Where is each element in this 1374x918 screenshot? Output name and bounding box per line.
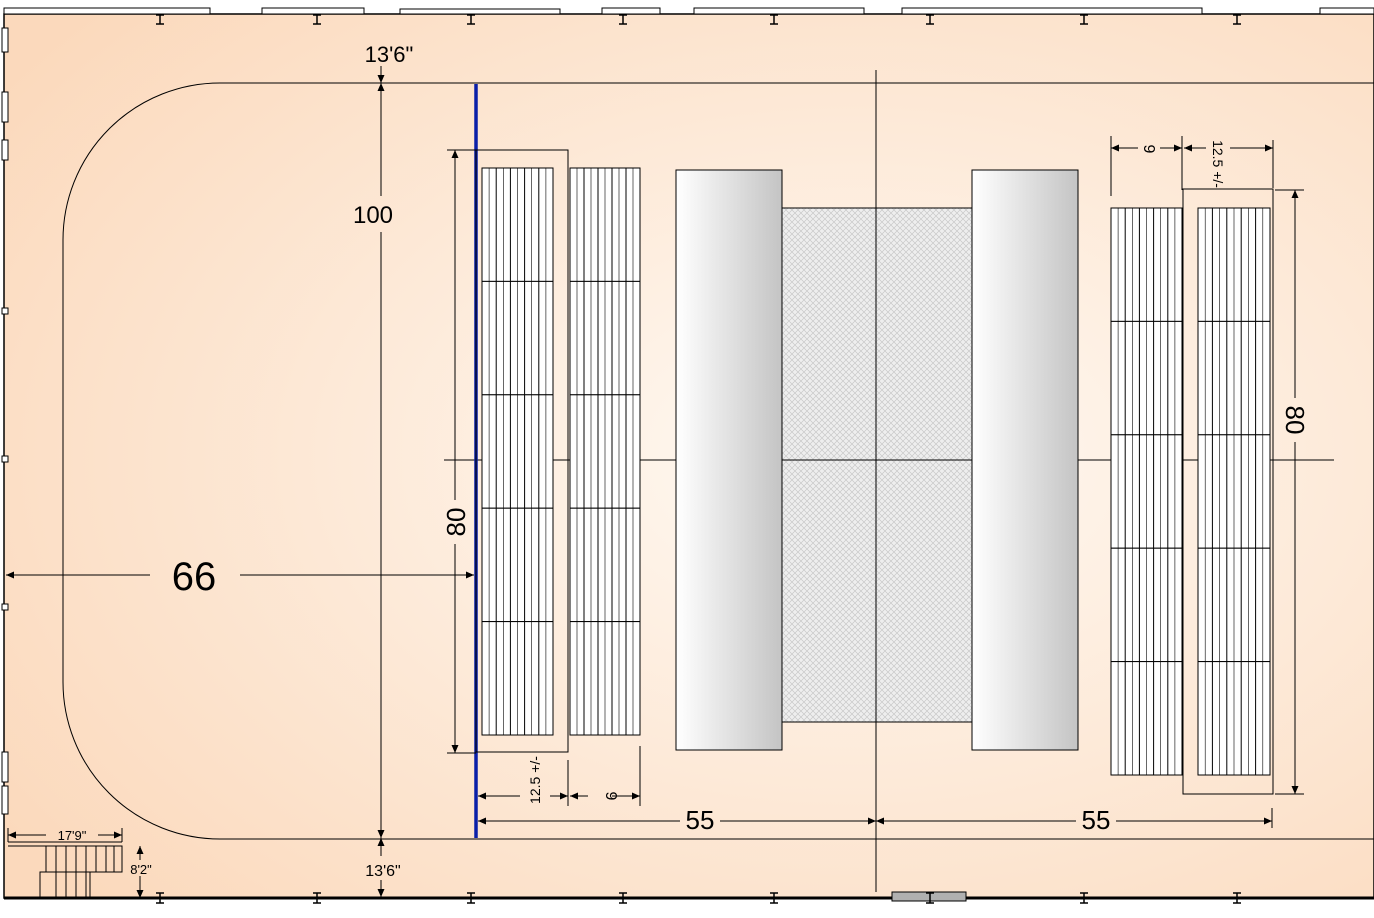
arrowhead bbox=[1291, 190, 1299, 198]
right-riser bbox=[1110, 207, 1183, 776]
dim-half-length-left: 55 bbox=[686, 805, 715, 835]
arrowhead bbox=[136, 890, 144, 898]
arrowhead bbox=[632, 792, 640, 800]
top-column-markers bbox=[156, 14, 1241, 25]
center-court bbox=[781, 207, 973, 723]
right-stage bbox=[971, 169, 1079, 751]
column-marker bbox=[1233, 892, 1241, 904]
column-marker bbox=[619, 14, 627, 25]
arrowhead bbox=[1265, 144, 1273, 152]
stair bbox=[8, 841, 123, 899]
rink-outline bbox=[62, 82, 1374, 840]
column-marker bbox=[1080, 14, 1088, 25]
column-marker bbox=[770, 14, 778, 25]
arrowhead bbox=[1184, 144, 1192, 152]
dim-stair-depth: 8'2" bbox=[130, 862, 152, 877]
arrowhead bbox=[1174, 144, 1182, 152]
arrowhead bbox=[478, 817, 486, 825]
column-marker bbox=[313, 892, 321, 904]
dimension-lines bbox=[6, 66, 1304, 898]
column-marker bbox=[467, 892, 475, 904]
dim-right-riser-depth: 9 bbox=[1140, 145, 1157, 154]
column-marker bbox=[619, 892, 627, 904]
arrowhead bbox=[466, 571, 474, 579]
dim-left-bleacher-length: 80 bbox=[441, 508, 471, 537]
dim-right-bleacher-depth: 12.5 +/- bbox=[1210, 140, 1226, 188]
left-bleacher bbox=[481, 167, 554, 736]
arrowhead bbox=[868, 817, 876, 825]
arrowhead bbox=[377, 830, 385, 838]
dim-arena-width: 100 bbox=[353, 202, 393, 229]
arrowhead bbox=[114, 831, 122, 839]
dim-top-gap: 13'6" bbox=[365, 42, 414, 67]
column-marker bbox=[156, 14, 164, 25]
arrowhead bbox=[1111, 144, 1119, 152]
arrowhead bbox=[1264, 817, 1272, 825]
right-bleacher-outline bbox=[1182, 188, 1274, 795]
arrowhead bbox=[560, 792, 568, 800]
top-wall bbox=[3, 7, 1374, 15]
arrowhead bbox=[6, 571, 14, 579]
left-stage bbox=[675, 169, 783, 751]
arrowhead bbox=[478, 792, 486, 800]
dim-bottom-gap: 13'6" bbox=[365, 863, 400, 880]
column-marker bbox=[467, 14, 475, 25]
arrowhead bbox=[451, 745, 459, 753]
left-wall-marks bbox=[1, 27, 9, 815]
column-marker bbox=[1080, 892, 1088, 904]
column-marker bbox=[156, 892, 164, 904]
arrowhead bbox=[377, 83, 385, 91]
dim-stair-width: 17'9" bbox=[58, 828, 87, 843]
arrowhead bbox=[377, 838, 385, 846]
column-marker bbox=[770, 892, 778, 904]
dim-left-bleacher-depth: 12.5 +/- bbox=[527, 756, 543, 804]
dim-right-bleacher-length: 80 bbox=[1280, 406, 1310, 435]
right-bleacher bbox=[1197, 207, 1271, 776]
left-riser bbox=[569, 167, 641, 736]
bottom-column-markers bbox=[156, 892, 1241, 904]
bottom-door bbox=[891, 891, 967, 902]
arrowhead bbox=[1291, 786, 1299, 794]
arrowhead bbox=[570, 792, 578, 800]
arrowhead bbox=[8, 831, 16, 839]
dim-end-distance: 66 bbox=[172, 555, 217, 599]
dim-left-riser-depth: 9 bbox=[602, 792, 619, 801]
arrowhead bbox=[136, 846, 144, 854]
left-bleacher-outline bbox=[475, 149, 569, 753]
dim-half-length-right: 55 bbox=[1082, 805, 1111, 835]
arrowhead bbox=[876, 817, 884, 825]
column-marker bbox=[1233, 14, 1241, 25]
dimension-arrows bbox=[6, 75, 1299, 898]
arrowhead bbox=[451, 150, 459, 158]
arrowhead bbox=[377, 889, 385, 897]
column-marker bbox=[926, 14, 934, 25]
arrowhead bbox=[377, 75, 385, 83]
column-marker bbox=[926, 892, 934, 904]
column-marker bbox=[313, 14, 321, 25]
